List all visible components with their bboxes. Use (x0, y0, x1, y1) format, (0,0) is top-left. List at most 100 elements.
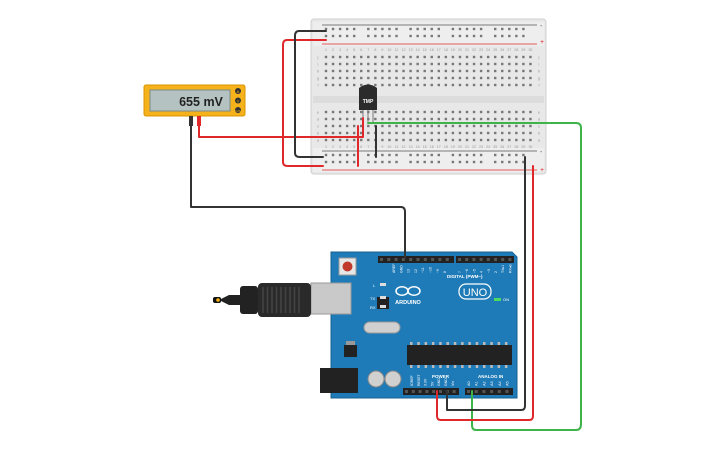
rail-hole[interactable] (465, 27, 469, 31)
digital-pin-socket[interactable] (472, 258, 476, 261)
terminal-hole[interactable] (324, 117, 328, 121)
terminal-hole[interactable] (381, 124, 384, 128)
power-pin-socket[interactable] (411, 390, 415, 393)
terminal-hole[interactable] (430, 83, 433, 87)
terminal-hole[interactable] (338, 124, 342, 128)
terminal-hole[interactable] (529, 138, 532, 142)
rail-hole[interactable] (501, 34, 504, 38)
terminal-hole[interactable] (515, 69, 518, 73)
terminal-hole[interactable] (501, 62, 504, 66)
power-pin-socket[interactable] (439, 390, 442, 393)
terminal-hole[interactable] (479, 69, 483, 73)
terminal-hole[interactable] (388, 76, 391, 80)
terminal-hole[interactable] (324, 138, 328, 142)
terminal-hole[interactable] (486, 138, 490, 142)
terminal-hole[interactable] (522, 110, 525, 114)
terminal-hole[interactable] (367, 62, 370, 66)
terminal-hole[interactable] (388, 131, 391, 135)
terminal-hole[interactable] (381, 62, 384, 66)
terminal-hole[interactable] (395, 131, 398, 135)
rail-hole[interactable] (458, 34, 462, 38)
digital-pin-socket[interactable] (465, 258, 469, 261)
digital-pin-socket[interactable] (486, 258, 490, 261)
terminal-hole[interactable] (472, 62, 476, 66)
terminal-hole[interactable] (479, 110, 483, 114)
terminal-hole[interactable] (395, 138, 398, 142)
terminal-hole[interactable] (338, 138, 342, 142)
terminal-hole[interactable] (374, 83, 377, 87)
terminal-hole[interactable] (479, 124, 483, 128)
terminal-hole[interactable] (451, 117, 455, 121)
terminal-hole[interactable] (501, 117, 504, 121)
rail-hole[interactable] (423, 153, 426, 157)
terminal-hole[interactable] (458, 76, 462, 80)
terminal-hole[interactable] (409, 76, 412, 80)
terminal-hole[interactable] (374, 62, 377, 66)
terminal-hole[interactable] (437, 124, 440, 128)
terminal-hole[interactable] (423, 131, 426, 135)
terminal-hole[interactable] (409, 138, 412, 142)
breadboard-holes[interactable] (324, 27, 532, 164)
analog-pin-socket[interactable] (490, 390, 494, 393)
terminal-hole[interactable] (430, 55, 433, 59)
terminal-hole[interactable] (465, 55, 469, 59)
rail-hole[interactable] (345, 34, 349, 38)
terminal-hole[interactable] (508, 55, 511, 59)
terminal-hole[interactable] (360, 83, 363, 87)
terminal-hole[interactable] (395, 110, 398, 114)
rail-hole[interactable] (353, 34, 356, 38)
terminal-hole[interactable] (465, 62, 469, 66)
rail-hole[interactable] (324, 34, 328, 38)
terminal-hole[interactable] (338, 131, 342, 135)
terminal-hole[interactable] (381, 131, 384, 135)
terminal-hole[interactable] (451, 124, 455, 128)
terminal-hole[interactable] (402, 138, 405, 142)
terminal-hole[interactable] (374, 76, 377, 80)
terminal-hole[interactable] (494, 76, 497, 80)
terminal-hole[interactable] (360, 55, 363, 59)
rail-hole[interactable] (494, 153, 497, 157)
terminal-hole[interactable] (479, 62, 483, 66)
terminal-hole[interactable] (458, 83, 462, 87)
terminal-hole[interactable] (416, 55, 419, 59)
terminal-hole[interactable] (331, 131, 335, 135)
terminal-hole[interactable] (360, 117, 363, 121)
rail-hole[interactable] (508, 27, 511, 31)
rail-hole[interactable] (501, 160, 504, 164)
terminal-hole[interactable] (515, 55, 518, 59)
rail-hole[interactable] (458, 153, 462, 157)
terminal-hole[interactable] (360, 62, 363, 66)
terminal-hole[interactable] (402, 124, 405, 128)
terminal-hole[interactable] (515, 76, 518, 80)
terminal-hole[interactable] (381, 110, 384, 114)
terminal-hole[interactable] (374, 69, 377, 73)
terminal-hole[interactable] (486, 131, 490, 135)
terminal-hole[interactable] (423, 117, 426, 121)
rail-hole[interactable] (331, 160, 335, 164)
rail-hole[interactable] (472, 160, 476, 164)
terminal-hole[interactable] (508, 76, 511, 80)
terminal-hole[interactable] (501, 138, 504, 142)
terminal-hole[interactable] (472, 110, 476, 114)
terminal-hole[interactable] (353, 55, 356, 59)
terminal-hole[interactable] (388, 117, 391, 121)
terminal-hole[interactable] (451, 62, 455, 66)
terminal-hole[interactable] (395, 55, 398, 59)
analog-pin-socket[interactable] (467, 390, 470, 393)
terminal-hole[interactable] (395, 69, 398, 73)
terminal-hole[interactable] (465, 117, 469, 121)
usb-cable[interactable] (213, 283, 311, 317)
terminal-hole[interactable] (529, 83, 532, 87)
rail-hole[interactable] (395, 34, 398, 38)
terminal-hole[interactable] (501, 110, 504, 114)
terminal-hole[interactable] (451, 55, 455, 59)
reset-button-cap[interactable] (342, 261, 353, 272)
terminal-hole[interactable] (331, 117, 335, 121)
terminal-hole[interactable] (374, 110, 377, 114)
terminal-hole[interactable] (402, 62, 405, 66)
rail-hole[interactable] (515, 160, 518, 164)
analog-pin-socket[interactable] (482, 390, 486, 393)
terminal-hole[interactable] (437, 117, 440, 121)
terminal-hole[interactable] (381, 83, 384, 87)
terminal-hole[interactable] (360, 76, 363, 80)
